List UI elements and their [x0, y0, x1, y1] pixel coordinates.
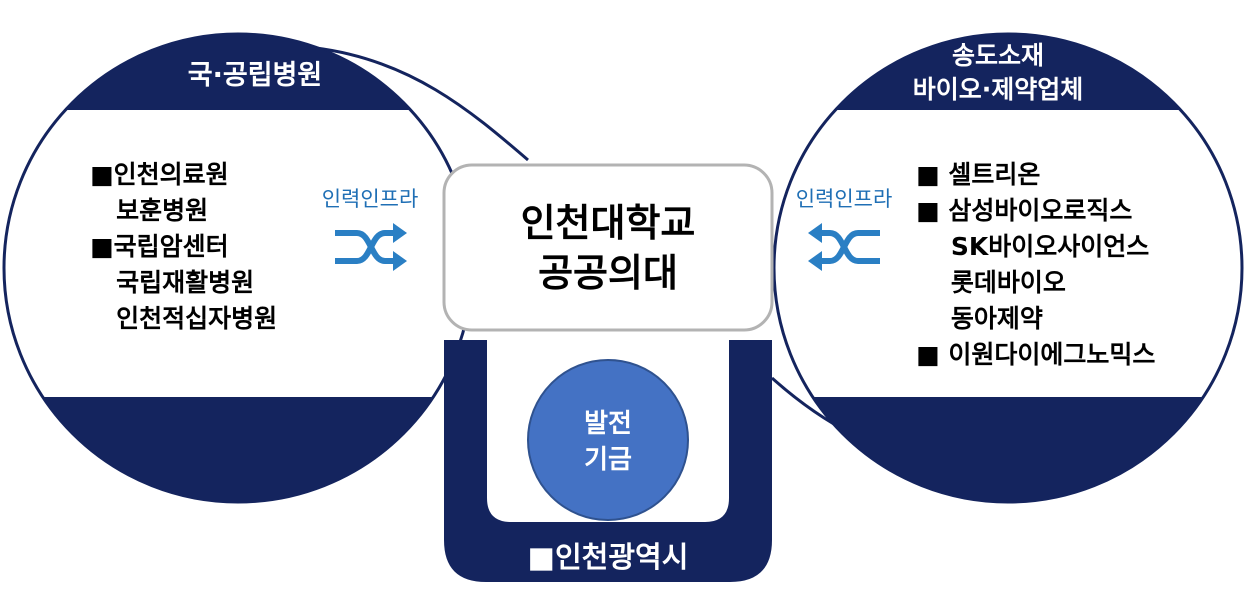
left-list-item: ■국립암센터 [90, 232, 229, 261]
left-hospital-list: ■인천의료원 보훈병원 ■국립암센터 국립재활병원 인천적십자병원 [90, 160, 277, 333]
fund-label-line1: 발전 [584, 409, 632, 439]
center-title-line2: 공공의대 [538, 251, 678, 295]
right-list-item: ■ 이원다이에그노믹스 [916, 340, 1155, 369]
right-group-title-line1: 송도소재 [952, 41, 1044, 70]
city-label: ■인천광역시 [528, 540, 689, 574]
right-company-list: ■ 셀트리온 ■ 삼성바이오로직스 SK바이오사이언스 롯데바이오 동아제약 ■… [916, 160, 1155, 369]
right-exchange-icon [808, 223, 880, 271]
left-exchange-icon [335, 223, 407, 271]
right-footer-band [774, 397, 1242, 502]
right-list-item: 롯데바이오 [916, 268, 1066, 297]
right-group-title-line2: 바이오·제약업체 [913, 75, 1084, 104]
left-group-title: 국·공립병원 [188, 60, 322, 91]
development-fund-circle [527, 359, 689, 521]
right-list-item: 동아제약 [916, 304, 1043, 333]
right-link-label: 인력인프라 [796, 187, 893, 211]
left-list-item: ■인천의료원 [90, 160, 229, 189]
right-list-item: ■ 삼성바이오로직스 [916, 196, 1132, 225]
center-title-line1: 인천대학교 [521, 201, 696, 245]
left-upper-connector [315, 46, 529, 162]
right-list-item: ■ 셀트리온 [916, 160, 1040, 189]
fund-label-line2: 기금 [584, 445, 632, 475]
center-university-box [442, 163, 774, 332]
left-list-item: 보훈병원 [90, 196, 208, 225]
left-list-item: 인천적십자병원 [90, 304, 277, 333]
right-list-item: SK바이오사이언스 [916, 232, 1149, 261]
left-link-label: 인력인프라 [322, 187, 419, 211]
left-list-item: 국립재활병원 [90, 268, 254, 297]
left-footer-band [4, 397, 472, 502]
